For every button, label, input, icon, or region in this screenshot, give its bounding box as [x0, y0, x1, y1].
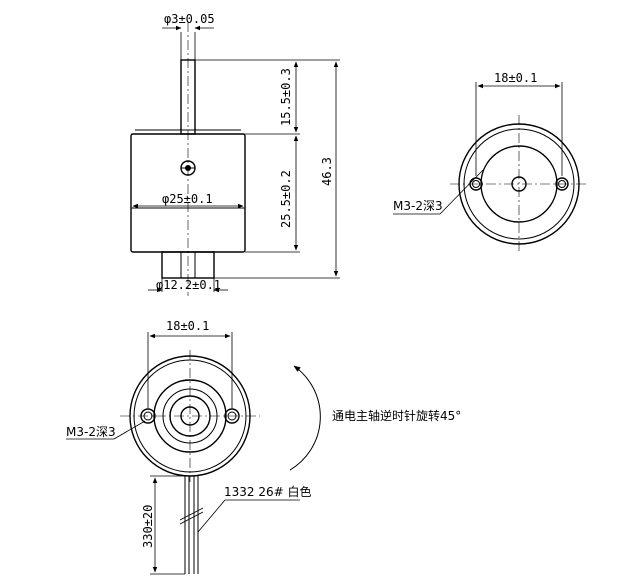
top-view: 18±0.1 M3-2深3 — [393, 71, 588, 253]
bottom-inner-boss — [153, 379, 227, 453]
front-view: φ3±0.05 φ25±0.1 φ12.2±0.1 15.5±0.3 25.5±… — [130, 12, 340, 296]
lead-length-label: 330±20 — [141, 505, 155, 548]
shaft-len-label: 15.5±0.3 — [279, 68, 293, 126]
lead-wires — [179, 476, 204, 574]
body-dia-label: φ25±0.1 — [162, 192, 213, 206]
rotation-note: 通电主轴逆时针旋转45° — [332, 408, 461, 423]
top-thread-label: M3-2深3 — [393, 199, 443, 213]
bottom-hole-spacing-label: 18±0.1 — [166, 319, 209, 333]
base-dia-label: φ12.2±0.1 — [156, 278, 221, 292]
bottom-thread-label: M3-2深3 — [66, 425, 116, 439]
body-len-label: 25.5±0.2 — [279, 170, 293, 228]
total-len-label: 46.3 — [320, 157, 334, 186]
lead-spec-label: 1332 26# 白色 — [224, 484, 312, 499]
rotation-indicator: 通电主轴逆时针旋转45° — [289, 365, 461, 471]
bottom-view: 18±0.1 M3-2深3 330±20 1332 26# 白色 — [66, 319, 312, 575]
shaft-dia-label: φ3±0.05 — [164, 12, 215, 26]
top-hole-spacing-label: 18±0.1 — [494, 71, 537, 85]
